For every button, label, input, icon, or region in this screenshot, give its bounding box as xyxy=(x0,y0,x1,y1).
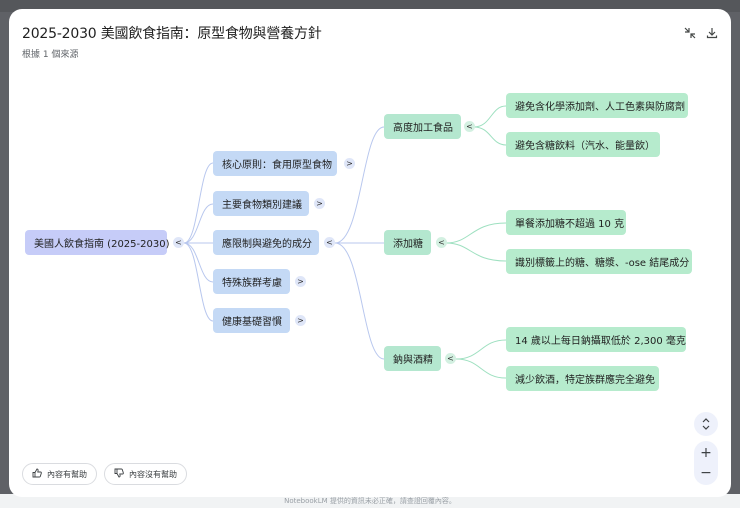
leaf-label: 14 歲以上每日鈉攝取低於 2,300 毫克 xyxy=(515,336,686,347)
helpful-label: 內容有幫助 xyxy=(47,469,87,479)
download-icon[interactable] xyxy=(705,26,719,40)
branch-expand-toggle[interactable]: > xyxy=(344,158,355,169)
branch-label: 主要食物類別建議 xyxy=(222,200,302,211)
root-collapse-toggle[interactable]: < xyxy=(173,237,184,248)
branch-node-food-categories[interactable]: 主要食物類別建議 xyxy=(213,191,309,216)
not-helpful-button[interactable]: 內容沒有幫助 xyxy=(104,463,187,485)
branch-node-special-groups[interactable]: 特殊族群考慮 xyxy=(213,269,290,294)
leaf-node[interactable]: 單餐添加糖不超過 10 克 xyxy=(506,210,626,235)
subbranch-label: 添加糖 xyxy=(393,239,423,250)
subbranch-label: 高度加工食品 xyxy=(393,123,453,134)
zoom-out-button[interactable]: − xyxy=(700,465,712,481)
thumbs-down-icon xyxy=(114,468,124,480)
app-background-bottom xyxy=(0,494,740,508)
branch-label: 健康基礎習慣 xyxy=(222,317,282,328)
not-helpful-label: 內容沒有幫助 xyxy=(129,469,177,479)
leaf-node[interactable]: 避免含化學添加劑、人工色素與防腐劑 xyxy=(506,93,688,118)
subbranch-collapse-toggle[interactable]: < xyxy=(445,353,456,364)
branch-label: 應限制與避免的成分 xyxy=(222,239,312,250)
branch-collapse-toggle[interactable]: < xyxy=(324,237,335,248)
branch-expand-toggle[interactable]: > xyxy=(295,276,306,287)
branch-node-limit-avoid[interactable]: 應限制與避免的成分 xyxy=(213,230,319,255)
branch-label: 核心原則：食用原型食物 xyxy=(222,160,332,171)
branch-expand-toggle[interactable]: > xyxy=(295,315,306,326)
thumbs-up-icon xyxy=(32,468,42,480)
mindmap-root-node[interactable]: 美國人飲食指南 (2025-2030) xyxy=(25,230,170,255)
subbranch-node-added-sugar[interactable]: 添加糖 xyxy=(384,230,431,255)
leaf-node[interactable]: 識別標籤上的糖、糖漿、-ose 結尾成分 xyxy=(506,249,692,274)
mindmap-dialog: 2025-2030 美國飲食指南：原型食物與營養方針 根據 1 個來源 美國人飲… xyxy=(9,9,731,497)
leaf-label: 減少飲酒，特定族群應完全避免 xyxy=(515,375,655,386)
leaf-label: 避免含化學添加劑、人工色素與防腐劑 xyxy=(515,102,685,113)
subbranch-collapse-toggle[interactable]: < xyxy=(464,121,475,132)
dialog-title: 2025-2030 美國飲食指南：原型食物與營養方針 xyxy=(22,26,322,42)
collapse-arrows-icon[interactable] xyxy=(683,26,697,40)
leaf-label: 避免含糖飲料（汽水、能量飲） xyxy=(515,141,655,152)
leaf-node[interactable]: 14 歲以上每日鈉攝取低於 2,300 毫克 xyxy=(506,327,686,352)
root-label: 美國人飲食指南 (2025-2030) xyxy=(34,239,170,250)
fit-view-button[interactable] xyxy=(694,412,718,436)
zoom-controls: + − xyxy=(694,441,718,485)
leaf-label: 識別標籤上的糖、糖漿、-ose 結尾成分 xyxy=(515,258,690,269)
leaf-node[interactable]: 避免含糖飲料（汽水、能量飲） xyxy=(506,132,660,157)
subbranch-node-processed-foods[interactable]: 高度加工食品 xyxy=(384,114,461,139)
fit-vertical-icon xyxy=(701,415,711,434)
leaf-node[interactable]: 減少飲酒，特定族群應完全避免 xyxy=(506,366,659,391)
branch-expand-toggle[interactable]: > xyxy=(314,198,325,209)
leaf-label: 單餐添加糖不超過 10 克 xyxy=(515,219,625,230)
branch-node-core-principle[interactable]: 核心原則：食用原型食物 xyxy=(213,151,337,176)
helpful-button[interactable]: 內容有幫助 xyxy=(22,463,97,485)
footer-disclaimer: NotebookLM 提供的資訊未必正確，請查證回覆內容。 xyxy=(284,497,456,505)
source-count: 根據 1 個來源 xyxy=(22,50,79,60)
subbranch-node-sodium-alcohol[interactable]: 鈉與酒精 xyxy=(384,346,441,371)
zoom-in-button[interactable]: + xyxy=(700,445,712,461)
branch-label: 特殊族群考慮 xyxy=(222,278,282,289)
branch-node-healthy-habits[interactable]: 健康基礎習慣 xyxy=(213,308,290,333)
subbranch-collapse-toggle[interactable]: < xyxy=(436,237,447,248)
subbranch-label: 鈉與酒精 xyxy=(393,355,433,366)
